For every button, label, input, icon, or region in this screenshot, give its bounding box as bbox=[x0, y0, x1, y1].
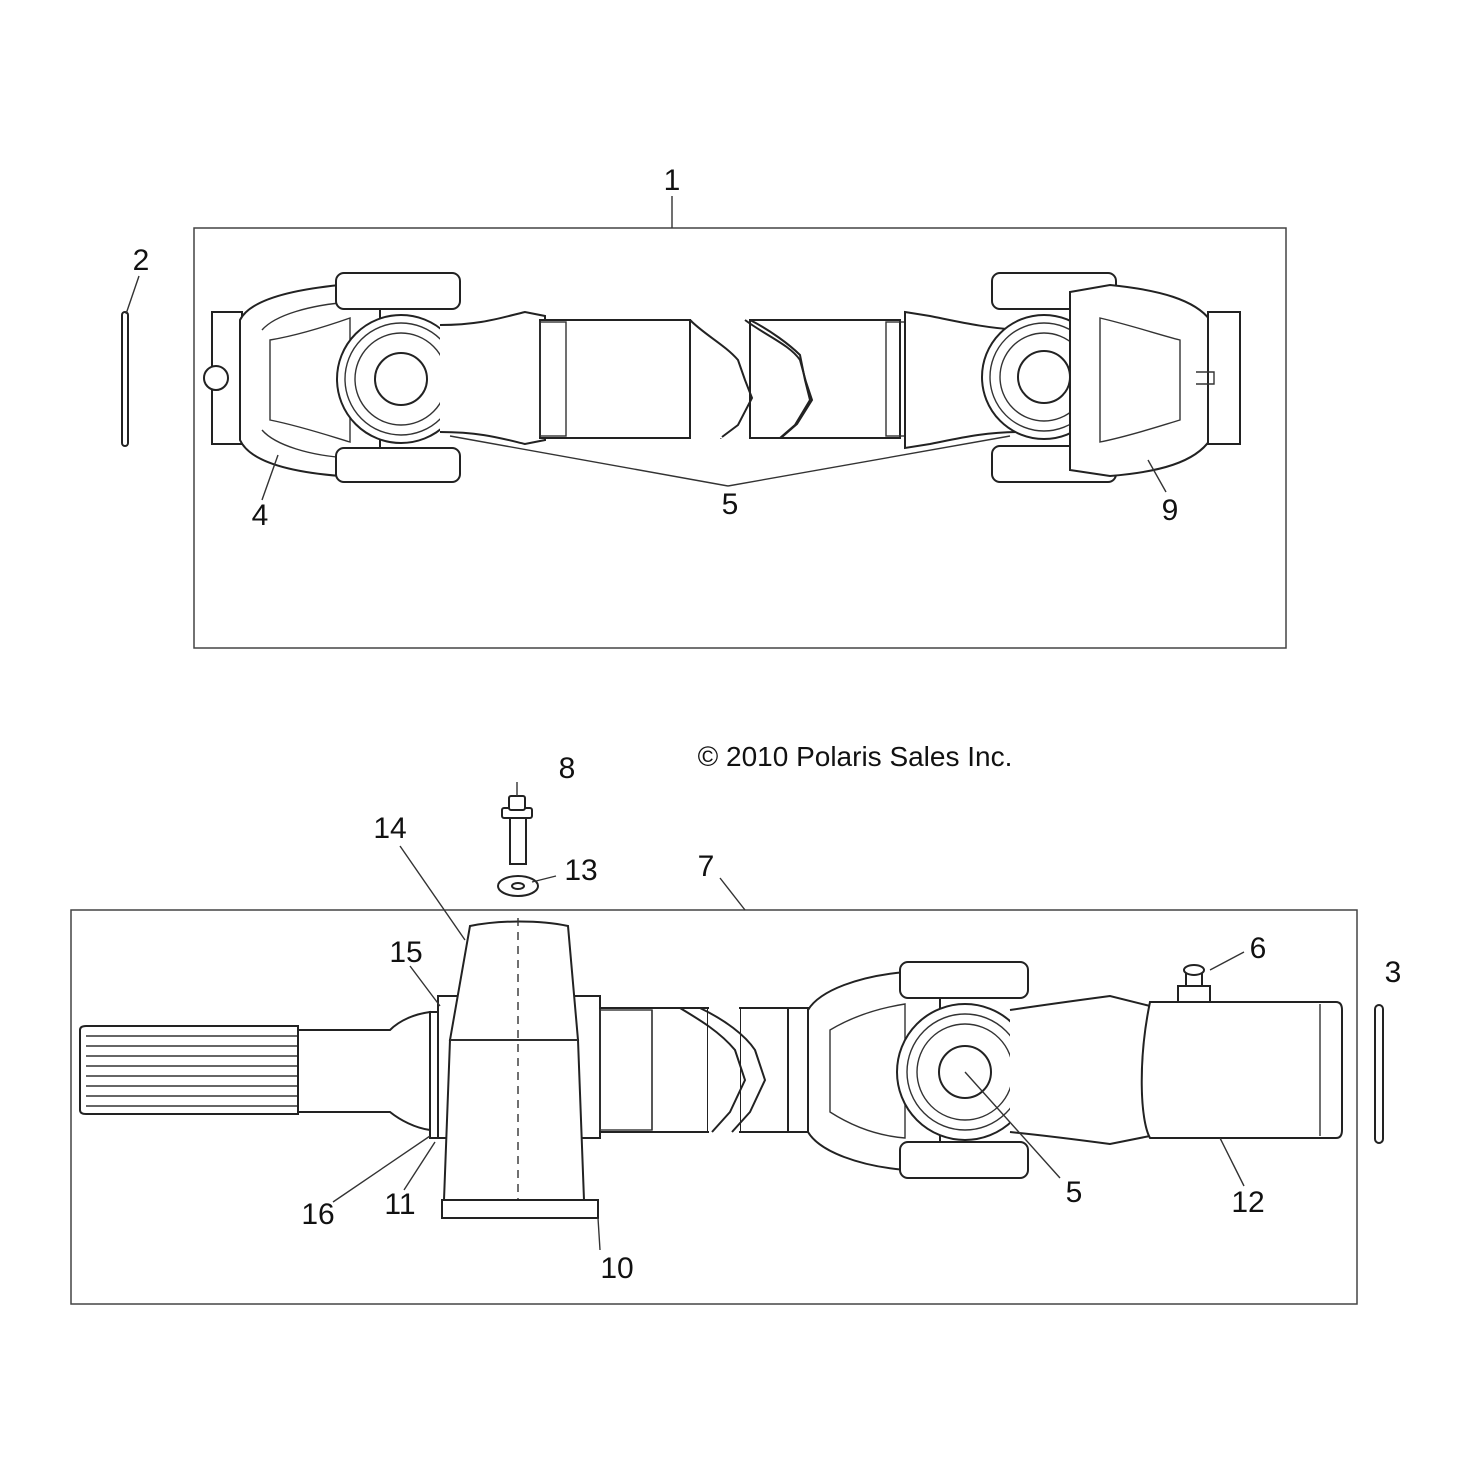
callout-6: 6 bbox=[1250, 932, 1267, 965]
slip-yoke-tube bbox=[1140, 1001, 1343, 1139]
leader-16 bbox=[332, 1135, 431, 1203]
leader-14 bbox=[399, 845, 466, 941]
leader-5a bbox=[449, 435, 729, 487]
top-assembly: 1 2 4 5 9 bbox=[121, 164, 1287, 649]
callout-9: 9 bbox=[1162, 494, 1179, 527]
callout-14: 14 bbox=[373, 812, 406, 845]
callout-10: 10 bbox=[600, 1252, 633, 1285]
copyright-text: © 2010 Polaris Sales Inc. bbox=[698, 741, 1013, 772]
callout-12: 12 bbox=[1231, 1186, 1264, 1219]
bottom-assembly-frame bbox=[70, 909, 1358, 1305]
callout-1: 1 bbox=[664, 164, 681, 197]
leader-9 bbox=[1147, 459, 1167, 493]
callout-13: 13 bbox=[564, 854, 597, 887]
leader-11 bbox=[403, 1141, 436, 1191]
leader-4 bbox=[261, 454, 279, 501]
leader-5b bbox=[727, 435, 1011, 487]
callout-7: 7 bbox=[698, 850, 715, 883]
right-yoke bbox=[991, 272, 1241, 483]
callout-5-top: 5 bbox=[722, 488, 739, 521]
leader-12 bbox=[1219, 1137, 1245, 1187]
callout-15: 15 bbox=[389, 936, 422, 969]
top-shaft-tube bbox=[539, 319, 913, 439]
washer-part-13 bbox=[497, 875, 539, 897]
left-yoke bbox=[203, 272, 461, 483]
callout-5-bottom: 5 bbox=[1066, 1176, 1083, 1209]
callout-3: 3 bbox=[1385, 956, 1402, 989]
leader-15 bbox=[409, 965, 441, 1007]
leader-2 bbox=[125, 275, 140, 315]
callout-8: 8 bbox=[559, 752, 576, 785]
bottom-assembly: 8 13 14 7 15 6 3 16 11 10 5 12 bbox=[70, 752, 1402, 1305]
pin-part-2 bbox=[121, 311, 129, 447]
support-bearing-housing bbox=[437, 918, 601, 1219]
callout-11: 11 bbox=[384, 1188, 415, 1221]
splined-shaft-end bbox=[79, 1010, 464, 1139]
leader-7 bbox=[719, 877, 746, 911]
callout-16: 16 bbox=[301, 1198, 334, 1231]
callout-2: 2 bbox=[133, 244, 150, 277]
leader-6 bbox=[1209, 951, 1245, 971]
leader-5-bottom bbox=[964, 1071, 1061, 1179]
top-assembly-frame bbox=[193, 227, 1287, 649]
left-u-joint bbox=[336, 310, 546, 446]
bolt-part-8 bbox=[501, 795, 533, 865]
bottom-shaft-tube bbox=[599, 1007, 811, 1133]
grease-fitting-part-6 bbox=[1177, 964, 1211, 1003]
leader-13 bbox=[531, 875, 557, 883]
bottom-u-joint bbox=[807, 961, 1159, 1179]
callout-4: 4 bbox=[252, 499, 269, 532]
leader-10 bbox=[597, 1217, 601, 1251]
pin-part-3 bbox=[1374, 1004, 1384, 1144]
